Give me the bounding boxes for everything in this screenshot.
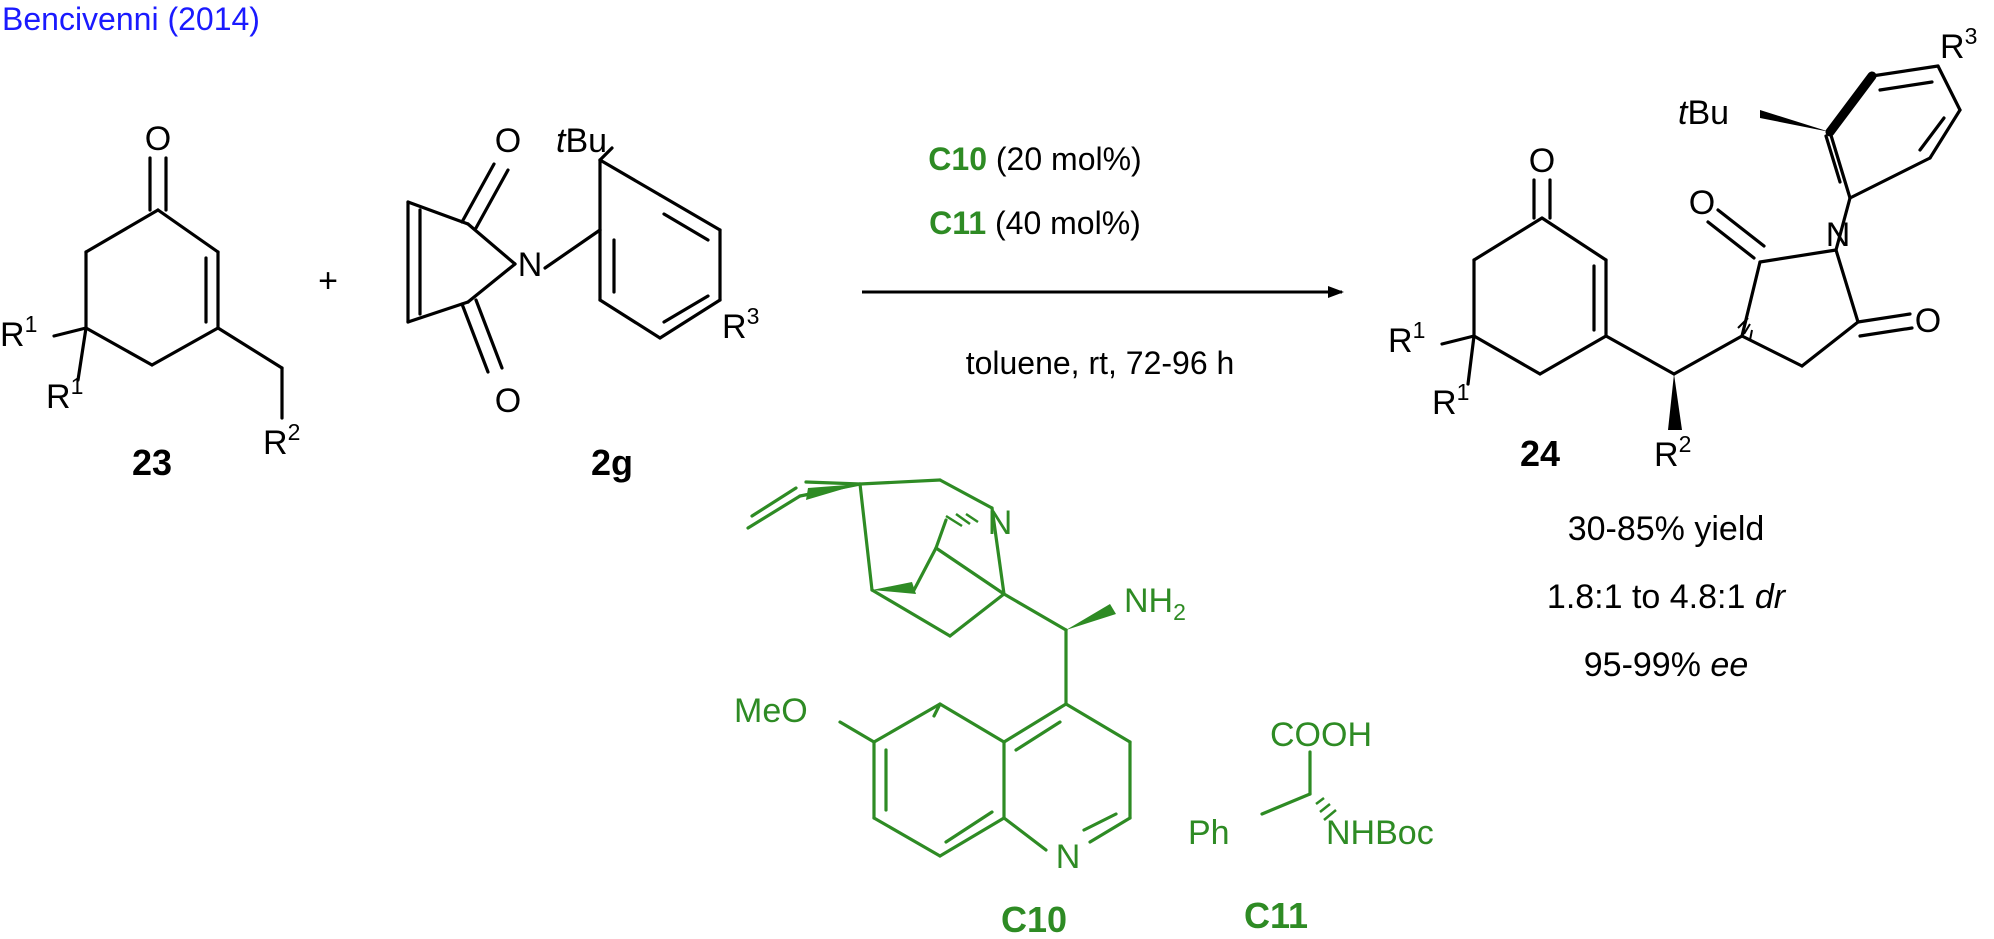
catalyst-c11-phenyl: Ph [1188, 814, 1230, 852]
catalyst-c11-acid: COOH [1270, 716, 1372, 754]
product-24-r1-lower: R1 [1432, 379, 1469, 422]
catalyst-c10-quinoline-n: N [1056, 838, 1081, 876]
product-24-nitrogen: N [1826, 216, 1851, 254]
catalyst-c10-structure [746, 478, 1132, 858]
product-24-r2: R2 [1654, 431, 1691, 474]
reactant-2g-oxygen-bottom: O [495, 382, 521, 420]
catalyst-c10-label: C10 [1001, 899, 1067, 939]
catalyst-c10-quinuclidine-n: N [988, 504, 1013, 542]
condition-catalyst-c10: C10 (20 mol%) [928, 141, 1141, 177]
reactant-2g-r3: R3 [722, 303, 759, 346]
reactant-2g-tbu: tBu [556, 122, 607, 160]
reactant-2g-label: 2g [591, 442, 633, 483]
condition-solvent: toluene, rt, 72-96 h [966, 345, 1235, 381]
reactant-23-oxygen: O [145, 120, 171, 158]
product-24-structure [1440, 64, 1962, 430]
reactant-23-r2: R2 [263, 419, 300, 462]
reactant-23-label: 23 [132, 442, 172, 483]
reactant-23-structure [52, 156, 284, 420]
condition-catalyst-c11: C11 (40 mol%) [929, 205, 1141, 241]
catalyst-c10-amine: NH2 [1124, 582, 1186, 625]
product-24-r1-upper: R1 [1388, 317, 1425, 360]
plus-sign: + [318, 262, 338, 300]
product-24-oxygen-imide-left: O [1689, 184, 1715, 222]
catalyst-c11-label: C11 [1244, 895, 1308, 936]
reactant-23-r1-upper: R1 [0, 311, 37, 354]
result-ee: 95-99% ee [1584, 646, 1748, 684]
result-dr: 1.8:1 to 4.8:1 dr [1547, 578, 1787, 616]
reactant-2g-nitrogen: N [518, 246, 543, 284]
result-yield: 30-85% yield [1568, 510, 1765, 548]
product-24-r3: R3 [1940, 23, 1977, 66]
catalyst-c10-methoxy: MeO [734, 692, 808, 730]
catalyst-c11-nhboc: NHBoc [1326, 814, 1434, 852]
product-24-tbu: tBu [1678, 94, 1729, 132]
reference-label: Bencivenni (2014) [2, 1, 260, 37]
reactant-2g-structure [406, 146, 722, 374]
catalyst-c11-structure [1260, 750, 1337, 821]
product-24-oxygen-imide-right: O [1915, 302, 1941, 340]
reactant-23-r1-lower: R1 [46, 373, 83, 416]
reactant-2g-oxygen-top: O [495, 122, 521, 160]
product-24-oxygen-enone: O [1529, 142, 1555, 180]
product-24-label: 24 [1520, 433, 1560, 474]
